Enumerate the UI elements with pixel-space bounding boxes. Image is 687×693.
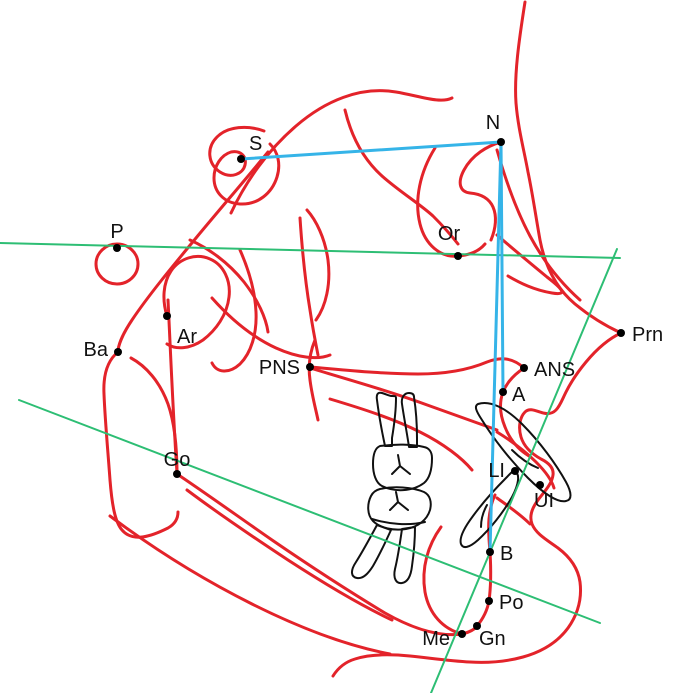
- landmark-label-ui: UI: [534, 490, 554, 512]
- landmark-label-n: N: [486, 112, 500, 134]
- upper-incisor-tooth: [474, 402, 572, 503]
- landmark-label-p: P: [110, 221, 123, 243]
- landmark-label-ans: ANS: [534, 359, 575, 381]
- landmark-dot-pns[interactable]: [306, 363, 314, 371]
- reference-line-sn-line: [239, 140, 503, 161]
- teeth-group: [351, 391, 572, 585]
- reference-line-facial-plane: [430, 248, 618, 693]
- pterygomaxillary-fissure: [307, 338, 320, 422]
- condyle-outline: [162, 255, 231, 350]
- landmark-dot-me[interactable]: [458, 630, 466, 638]
- soft-tissue-nose-bridge: [495, 148, 582, 302]
- lower-molar-distal-root: [351, 524, 392, 580]
- ramus-inner-border: [129, 356, 179, 476]
- mandible-inferior-contour: [185, 488, 394, 622]
- landmark-dot-po[interactable]: [485, 597, 493, 605]
- cranial-vault-outline: [229, 89, 454, 215]
- upper-molar-crown: [372, 443, 433, 492]
- landmark-label-ba: Ba: [84, 339, 109, 361]
- landmark-dot-p[interactable]: [113, 244, 121, 252]
- landmark-label-pns: PNS: [259, 357, 300, 379]
- red-tracing-group: [94, 0, 623, 678]
- lower-incisor-tooth: [459, 469, 520, 549]
- mandible-outline: [102, 350, 180, 539]
- sella-turcica: [208, 125, 281, 206]
- landmark-dot-ans[interactable]: [520, 364, 528, 372]
- pharyngeal-outline: [210, 248, 258, 373]
- nasal-cavity-posterior: [305, 208, 331, 322]
- lower-lip-inner: [495, 496, 532, 526]
- zygomatic-outline: [495, 233, 564, 296]
- landmark-dot-s[interactable]: [237, 155, 245, 163]
- lower-incisor-cervical-line: [480, 504, 488, 528]
- nasal-bone-outline: [458, 140, 503, 242]
- reference-lines-group: [0, 140, 621, 693]
- lower-molar-mesial-root: [393, 526, 416, 585]
- upper-molar-occlusal-groove: [391, 454, 411, 475]
- reference-line-frankfort-horizontal: [0, 242, 621, 259]
- upper-incisor-cervical-line: [511, 449, 539, 469]
- landmark-label-me: Me: [422, 628, 450, 650]
- landmark-dot-ar[interactable]: [163, 312, 171, 320]
- landmark-label-b: B: [500, 543, 513, 565]
- landmark-label-gn: Gn: [479, 628, 506, 650]
- landmark-label-s: S: [249, 133, 262, 155]
- reference-line-n-b-line: [488, 140, 503, 554]
- landmark-label-po: Po: [499, 592, 523, 614]
- landmark-dot-ui[interactable]: [536, 481, 544, 489]
- landmark-dot-ba[interactable]: [114, 348, 122, 356]
- symphysis-outline: [460, 550, 493, 636]
- upper-lip-inner: [495, 430, 556, 490]
- maxilla-alveolar-border: [308, 366, 499, 432]
- landmark-dot-a[interactable]: [499, 388, 507, 396]
- orbital-outline: [416, 146, 487, 258]
- lower-molar-occlusal-groove: [389, 491, 409, 511]
- maxillary-tuberosity: [210, 296, 332, 360]
- cranial-base-to-basion: [116, 150, 270, 354]
- palatal-plane-outline: [308, 357, 526, 376]
- landmark-dot-or[interactable]: [454, 252, 462, 260]
- landmark-label-prn: Prn: [632, 324, 663, 346]
- landmark-label-ar: Ar: [177, 326, 197, 348]
- landmark-dot-b[interactable]: [486, 548, 494, 556]
- upper-molar-mesial-root: [400, 392, 418, 448]
- upper-molar-tooth: [375, 391, 397, 447]
- symphysis-lingual-contour: [422, 525, 464, 636]
- submandibular-soft-tissue: [108, 514, 392, 656]
- landmark-label-go: Go: [164, 449, 191, 471]
- lower-molar-cervical-line: [371, 518, 426, 526]
- reference-line-mandibular-plane: [18, 399, 601, 624]
- landmark-label-or: Or: [438, 223, 461, 245]
- landmark-dot-go[interactable]: [173, 470, 181, 478]
- tongue-outline: [328, 397, 474, 472]
- landmark-dot-prn[interactable]: [617, 329, 625, 337]
- landmark-dot-li[interactable]: [511, 467, 519, 475]
- landmark-label-li: LI: [488, 460, 505, 482]
- nasal-floor-outline: [298, 216, 320, 357]
- landmark-label-a: A: [512, 384, 526, 406]
- landmark-dot-n[interactable]: [497, 138, 505, 146]
- anterior-cranial-base: [343, 108, 460, 246]
- mandible-lower-border: [175, 472, 464, 637]
- landmark-dot-gn[interactable]: [473, 622, 481, 630]
